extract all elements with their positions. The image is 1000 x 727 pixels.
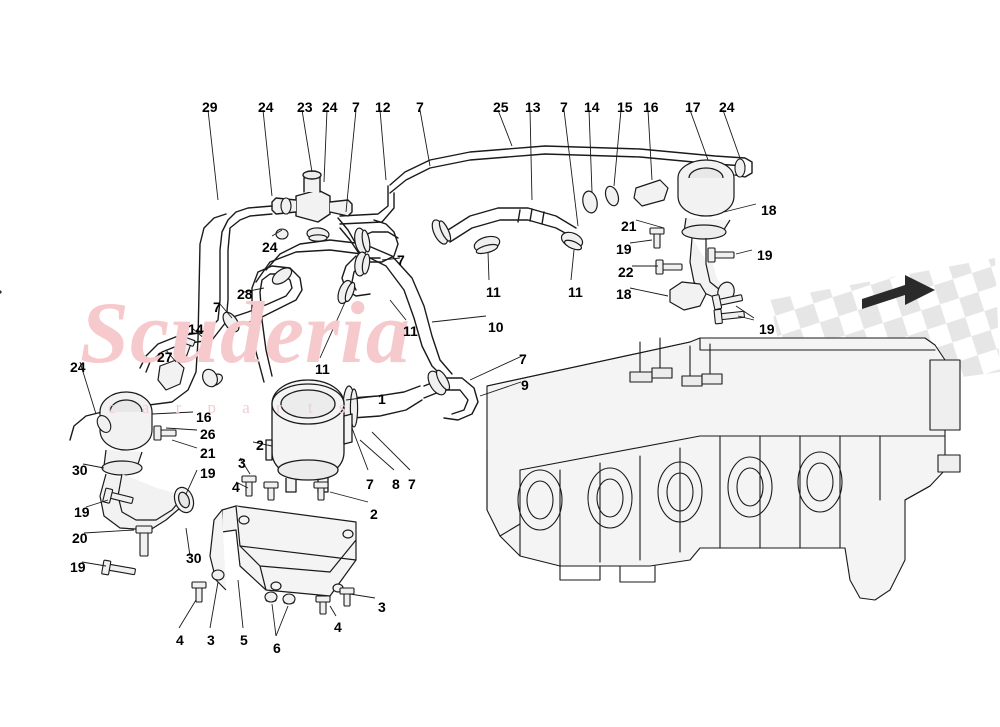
callout-number: 1	[378, 391, 386, 407]
callout-number: 7	[408, 476, 416, 492]
clamp	[473, 235, 501, 255]
callout-number: 19	[616, 241, 632, 257]
callout-number: 14	[584, 99, 600, 115]
callout-number: 21	[200, 445, 216, 461]
callout-number: 5	[240, 632, 248, 648]
callout-number: 7	[560, 99, 568, 115]
callout-number: 19	[74, 504, 90, 520]
callout-number: 24	[262, 239, 278, 255]
bolt	[135, 525, 153, 557]
clamp	[271, 267, 293, 285]
callout-number: 16	[643, 99, 659, 115]
connector	[280, 197, 292, 215]
clamp	[427, 369, 451, 396]
callout-number: 25	[493, 99, 509, 115]
bolt	[179, 335, 196, 360]
connector	[734, 158, 746, 178]
callout-number: 4	[334, 619, 342, 635]
bolt	[655, 259, 683, 275]
bolt	[315, 595, 331, 615]
callout-number: 24	[322, 99, 338, 115]
callout-number: 3	[207, 632, 215, 648]
callout-number: 30	[72, 462, 88, 478]
callout-number: 17	[685, 99, 701, 115]
callout-number: 28	[237, 286, 253, 302]
bolt	[101, 559, 136, 576]
bolt	[649, 227, 665, 249]
callout-number: 9	[521, 377, 529, 393]
fasteners	[96, 158, 746, 615]
callout-number: 24	[258, 99, 274, 115]
bolt	[707, 247, 735, 263]
callout-number: 7	[519, 351, 527, 367]
pump-bracket	[209, 505, 357, 597]
clamp	[337, 279, 356, 305]
callout-number: 11	[403, 323, 418, 339]
secondary-air-pump	[265, 379, 353, 493]
callout-number: 3	[238, 455, 246, 471]
callout-number: 15	[617, 99, 633, 115]
callout-number: 19	[200, 465, 216, 481]
callout-number: 18	[761, 202, 777, 218]
bolt	[282, 593, 296, 605]
callout-number: 4	[176, 632, 184, 648]
leader-lines	[79, 109, 757, 637]
clamp	[560, 231, 584, 251]
callout-number: 22	[618, 264, 634, 280]
callout-number: 19	[757, 247, 773, 263]
callout-number: 23	[297, 99, 313, 115]
callout-number: 2	[256, 437, 264, 453]
callout-number: 26	[200, 426, 216, 442]
clamp	[306, 227, 330, 242]
callout-number: 6	[273, 640, 281, 656]
callout-number: 24	[719, 99, 735, 115]
callout-number: 20	[72, 530, 88, 546]
callout-number: 29	[202, 99, 218, 115]
callout-number: 8	[392, 476, 400, 492]
clamp	[354, 251, 371, 277]
bolt	[713, 308, 745, 325]
callout-number: 16	[196, 409, 212, 425]
connector	[96, 415, 112, 433]
callout-number: 24	[70, 359, 86, 375]
callout-number: 14	[188, 321, 204, 337]
callout-number: 18	[616, 286, 632, 302]
clamp	[222, 311, 240, 333]
clamp	[431, 219, 452, 245]
clamp	[354, 227, 371, 255]
callout-number: 27	[157, 349, 173, 365]
callout-number: 13	[525, 99, 541, 115]
bolt	[241, 475, 257, 497]
callout-number: 7	[213, 299, 221, 315]
bolt	[264, 591, 278, 603]
intake-manifold-assembly	[486, 337, 961, 601]
callout-number: 11	[315, 361, 330, 377]
bolt	[339, 587, 355, 607]
callout-number: 30	[186, 550, 202, 566]
callout-number: 2	[370, 506, 378, 522]
callout-number: 7	[366, 476, 374, 492]
left-combination-valve	[99, 359, 218, 531]
arrow-icon	[862, 275, 935, 309]
bolt	[711, 294, 744, 311]
callout-number: 21	[621, 218, 637, 234]
callout-number: 7	[352, 99, 360, 115]
callout-number: 4	[232, 479, 240, 495]
bolt	[313, 481, 329, 501]
bolt	[263, 481, 279, 501]
callout-number: 7	[416, 99, 424, 115]
callout-number: 10	[488, 319, 504, 335]
callout-number: 19	[70, 559, 86, 575]
bolt	[191, 581, 207, 603]
bolt	[211, 569, 225, 581]
bolt	[102, 487, 134, 504]
callout-number: 7	[397, 252, 405, 268]
bolt	[153, 425, 177, 441]
callout-number: 11	[486, 284, 501, 300]
callout-number: 12	[375, 99, 391, 115]
callout-number: 3	[378, 599, 386, 615]
callout-number: 11	[568, 284, 583, 300]
callout-number: 19	[759, 321, 775, 337]
